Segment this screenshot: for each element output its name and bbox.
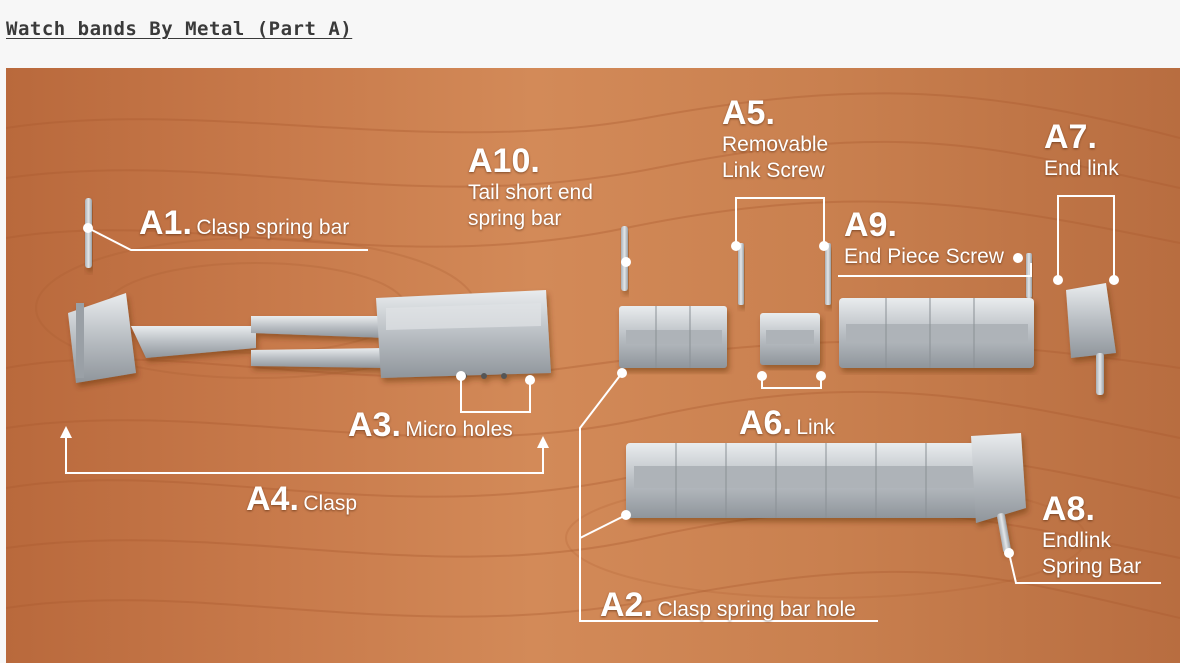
bracelet-section-right	[839, 298, 1034, 368]
callout-arrows	[60, 426, 549, 448]
label-a1-text: Clasp spring bar	[196, 216, 350, 239]
label-a10-line2: spring bar	[468, 206, 562, 230]
label-a1: A1. Clasp spring bar	[139, 204, 350, 242]
label-a6-text: Link	[796, 416, 835, 439]
assembled-bracelet	[626, 433, 1026, 553]
label-a8: A8. Endlink Spring Bar	[1042, 490, 1142, 580]
label-a6-code: A6.	[739, 404, 792, 442]
label-a4: A4. Clasp	[246, 480, 358, 518]
label-a3-code: A3.	[348, 406, 401, 444]
link-screw-1	[738, 243, 744, 305]
label-a3-text: Micro holes	[405, 418, 513, 441]
watch-band-diagram-photo: A1. Clasp spring bar A10. Tail short end…	[6, 68, 1180, 663]
page-title: Watch bands By Metal (Part A)	[6, 18, 353, 40]
label-a2: A2. Clasp spring bar hole	[600, 586, 856, 624]
single-link	[760, 313, 820, 365]
label-a8-line2: Spring Bar	[1042, 554, 1142, 578]
photo-illustration	[6, 92, 1180, 622]
label-a5-line2: Link Screw	[722, 158, 825, 182]
label-a5: A5. Removable Link Screw	[722, 94, 829, 184]
label-a7-code: A7.	[1044, 118, 1097, 156]
link-screw-2	[825, 243, 831, 305]
clasp-spring-bar	[85, 198, 92, 268]
label-a3: A3. Micro holes	[348, 406, 513, 444]
label-a2-code: A2.	[600, 586, 653, 624]
wood-grain	[6, 92, 1180, 619]
label-a7-text: End link	[1044, 156, 1119, 180]
label-a9-code: A9.	[844, 206, 897, 244]
label-a6: A6. Link	[739, 404, 835, 442]
label-a9-text: End Piece Screw	[844, 244, 1004, 268]
bracelet-section-left	[619, 306, 727, 368]
label-a2-text: Clasp spring bar hole	[657, 598, 856, 621]
label-a5-line1: Removable	[722, 132, 829, 156]
callout-lines	[65, 195, 1161, 622]
label-a10-line1: Tail short end	[468, 180, 593, 204]
label-a8-line1: Endlink	[1042, 528, 1111, 552]
label-a1-code: A1.	[139, 204, 192, 242]
label-a8-code: A8.	[1042, 490, 1095, 528]
callout-dots	[83, 223, 1119, 558]
label-a9: A9. End Piece Screw	[844, 206, 1004, 270]
label-a10-code: A10.	[468, 142, 540, 180]
label-a4-code: A4.	[246, 480, 299, 518]
label-a7: A7. End link	[1044, 118, 1119, 182]
label-a5-code: A5.	[722, 94, 775, 132]
clasp	[68, 290, 551, 383]
end-link	[1066, 283, 1116, 395]
label-a10: A10. Tail short end spring bar	[468, 142, 593, 232]
label-a4-text: Clasp	[303, 492, 358, 515]
